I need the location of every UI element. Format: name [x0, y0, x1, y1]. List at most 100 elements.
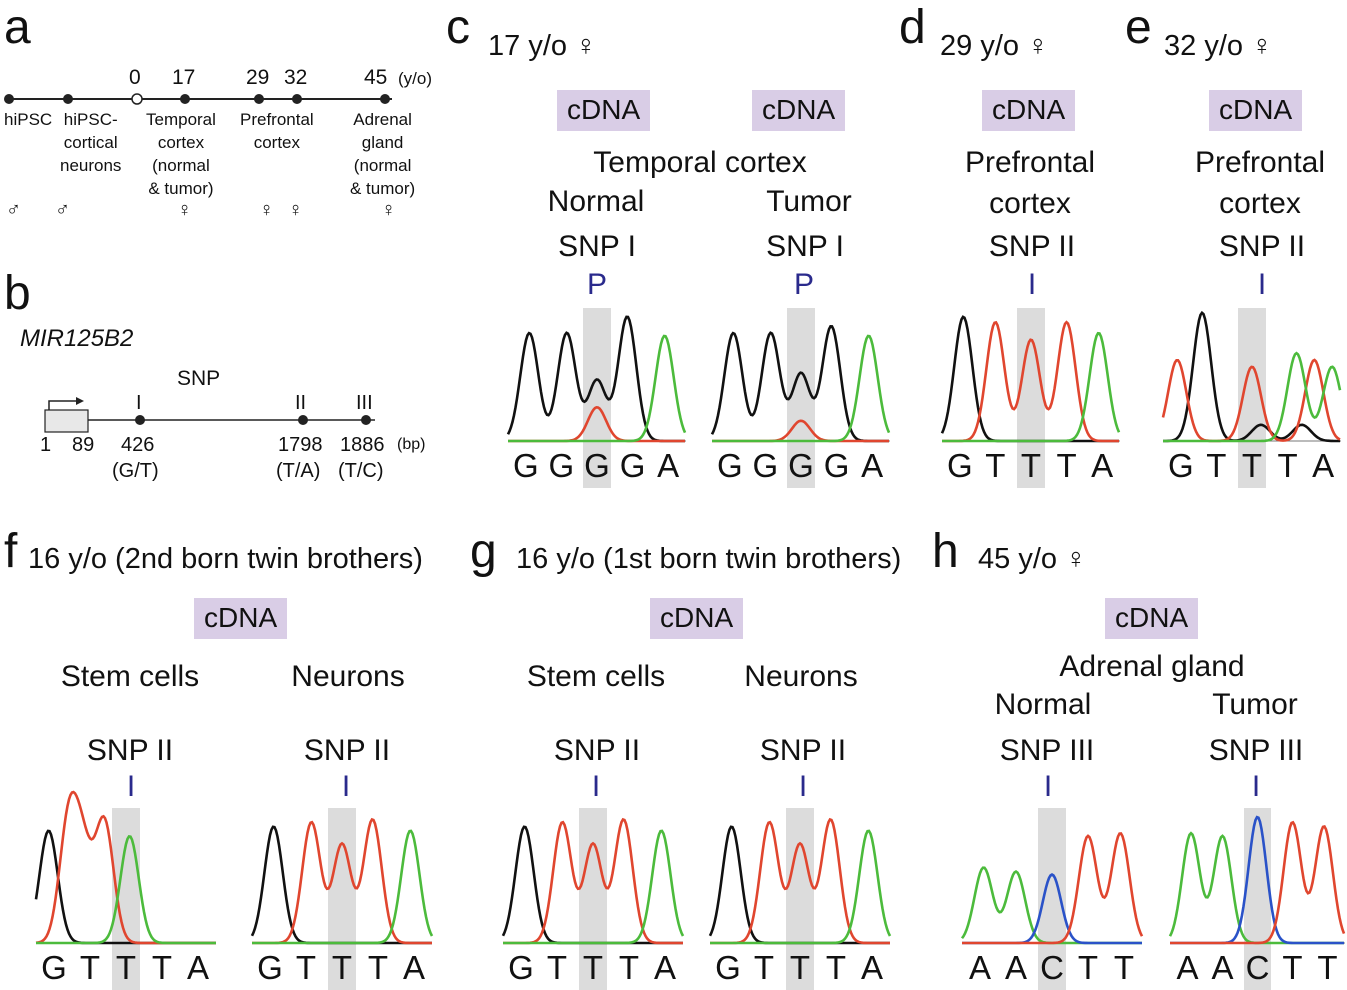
trace-A	[712, 334, 891, 443]
chromatogram-trace	[1168, 815, 1346, 945]
base-call: G	[715, 949, 741, 986]
tissue-e-2: cortex	[1219, 187, 1301, 220]
panel-g-header: 16 y/o (1st born twin brothers)	[516, 543, 902, 575]
base-call: T	[295, 949, 317, 986]
cdna-badge-h: cDNA	[1105, 598, 1199, 639]
cdna-badge-e: cDNA	[1209, 90, 1303, 131]
mark-h-tumor: I	[1251, 770, 1261, 803]
bp-unit: (bp)	[397, 436, 426, 453]
trace-C	[962, 872, 1142, 945]
base-call: T	[1317, 949, 1338, 986]
sex-symbol-hipsc: ♂	[6, 199, 21, 221]
gene-name: MIR125B2	[20, 325, 134, 352]
snp-highlight-column	[579, 808, 607, 990]
base-call: C	[1245, 949, 1270, 986]
panel-d-header: 29 y/o ♀	[940, 30, 1049, 62]
snp-i-label: I	[136, 392, 142, 414]
timeline-point-32	[292, 94, 302, 104]
chromatogram-trace	[940, 315, 1121, 443]
chromatogram-trace	[501, 817, 685, 945]
panel-d-letter: d	[899, 1, 926, 54]
panel-h-header: 45 y/o ♀	[978, 543, 1087, 575]
base-call: A	[1176, 949, 1199, 986]
mark-h-normal: I	[1043, 770, 1053, 803]
base-call: G	[716, 447, 743, 484]
base-call: A	[402, 949, 425, 986]
base-call: T	[1056, 447, 1077, 484]
age-unit: (y/o)	[398, 69, 432, 88]
trace-T	[35, 790, 216, 945]
age-45: 45	[364, 66, 388, 89]
trace-C	[1170, 815, 1344, 945]
snp-c-tumor: SNP I	[766, 230, 844, 263]
gene-diagram	[44, 397, 375, 433]
base-call: T	[1020, 447, 1042, 484]
sub-c-tumor: Tumor	[766, 185, 852, 218]
base-call: T	[1113, 949, 1135, 986]
pos-1: 1	[40, 434, 52, 456]
mark-c-tumor: P	[793, 268, 814, 301]
mark-f-stem: I	[126, 770, 136, 803]
pos-1886: 1886	[340, 434, 385, 456]
snp-highlight-column	[786, 808, 814, 990]
panel-h-letter: h	[932, 525, 959, 578]
cdna-badge-g: cDNA	[650, 598, 744, 639]
panel-c-header: 17 y/o ♀	[488, 30, 597, 62]
age-17: 17	[172, 66, 196, 89]
base-call: A	[653, 949, 676, 986]
timeline-point-neurons	[63, 94, 73, 104]
snp-ii-label: II	[295, 392, 307, 414]
trace-A	[1163, 351, 1342, 443]
sex-symbol-17: ♀	[177, 199, 192, 221]
panel-e-header: 32 y/o ♀	[1164, 30, 1273, 62]
trace-T	[942, 320, 1119, 443]
mark-d: I	[1027, 268, 1037, 301]
base-call: G	[619, 447, 646, 484]
mark-f-neurons: I	[341, 770, 351, 803]
timeline-point-17	[180, 94, 190, 104]
cdna-badge-f: cDNA	[194, 598, 288, 639]
base-call: T	[1277, 447, 1298, 484]
trace-G	[1163, 310, 1340, 443]
snp-iii-dot	[361, 415, 371, 425]
snp-d: SNP II	[988, 230, 1076, 263]
trace-T	[508, 405, 685, 443]
tissue-e-1: Prefrontal	[1194, 146, 1326, 179]
base-call: G	[257, 949, 283, 986]
trace-A	[503, 829, 685, 945]
sex-symbol-32: ♀	[288, 199, 303, 221]
base-call: G	[548, 447, 575, 484]
base-call: G	[584, 447, 610, 484]
base-call: T	[115, 949, 137, 986]
sub-h-tumor: Tumor	[1212, 688, 1298, 721]
snp-highlight-column	[1244, 808, 1271, 990]
base-call: G	[1167, 447, 1194, 484]
base-call: G	[41, 949, 67, 986]
panel-g-letter: g	[470, 525, 497, 578]
timeline-point-29	[254, 94, 264, 104]
timeline-point-0	[131, 93, 143, 105]
sub-f-stem: Stem cells	[60, 660, 200, 693]
sub-g-neurons: Neurons	[744, 660, 858, 693]
exon-box	[44, 409, 89, 433]
tissue-c: Temporal cortex	[593, 146, 807, 179]
sub-c-normal: Normal	[547, 185, 645, 218]
panel-a-timeline	[4, 93, 392, 105]
allele-ii: (T/A)	[276, 460, 321, 482]
snp-i-dot	[135, 415, 145, 425]
base-call: A	[186, 949, 209, 986]
chromatogram-trace	[506, 315, 687, 443]
cdna-badge-c-normal: cDNA	[557, 90, 651, 131]
base-call: G	[788, 447, 814, 484]
base-call: T	[753, 949, 775, 986]
timeline-label-neurons: hiPSC- cortical neurons	[60, 110, 122, 175]
panel-f-letter: f	[4, 525, 18, 578]
mark-g-neurons: I	[798, 770, 808, 803]
timeline-label-adrenal: Adrenal gland (normal & tumor)	[350, 110, 416, 198]
trace-A	[508, 334, 687, 443]
sex-symbol-29: ♀	[259, 199, 274, 221]
base-call: T	[1077, 949, 1099, 986]
trace-G	[940, 315, 1119, 443]
snp-f-neurons: SNP II	[303, 734, 391, 767]
base-call: G	[946, 447, 973, 484]
